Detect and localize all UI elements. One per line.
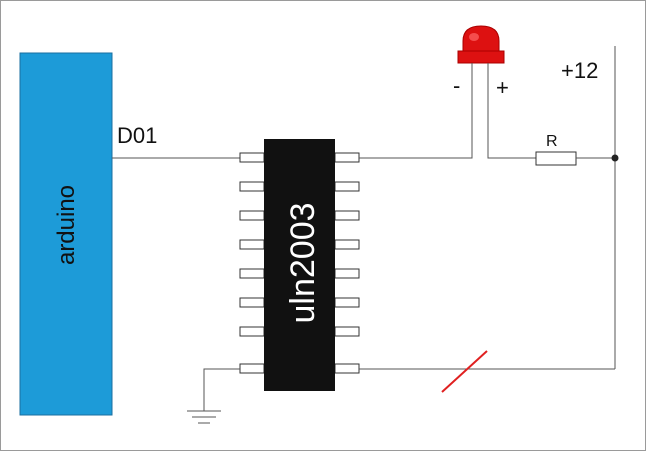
chip-pin-right: [334, 268, 360, 279]
chip-pin-right: [334, 152, 360, 163]
chip-pin-left: [239, 363, 265, 374]
chip-pin-left: [239, 297, 265, 308]
chip-pin-left: [239, 152, 265, 163]
chip-label: uln2003: [284, 202, 322, 323]
led-plus-label: +: [496, 75, 509, 100]
chip-pin-left: [239, 181, 265, 192]
wire-output-led: [359, 83, 473, 159]
supply-label: +12: [561, 58, 598, 83]
uln2003-chip: [264, 139, 335, 391]
resistor-label: R: [546, 133, 558, 150]
arduino-board: [19, 52, 113, 416]
led-minus-label: -: [453, 73, 460, 98]
chip-pin-right: [334, 363, 360, 374]
chip-pin-right: [334, 297, 360, 308]
chip-pin-left: [239, 326, 265, 337]
chip-pin-right: [334, 326, 360, 337]
arduino-label: arduino: [53, 185, 80, 265]
chip-left-pins: [239, 152, 265, 374]
wire-cut-mark: [441, 350, 488, 393]
resistor-icon: [535, 151, 577, 166]
chip-right-pins: [334, 152, 360, 374]
chip-pin-right: [334, 239, 360, 250]
wire-led-resistor: [487, 83, 536, 159]
chip-pin-right: [334, 210, 360, 221]
wire-ground: [203, 368, 240, 411]
pin-d01-label: D01: [117, 123, 157, 148]
chip-pin-left: [239, 239, 265, 250]
led-icon: [457, 25, 505, 83]
junction-dot: [611, 154, 619, 162]
chip-pin-left: [239, 210, 265, 221]
ground-symbol-icon: [187, 410, 221, 424]
chip-pin-left: [239, 268, 265, 279]
chip-pin-right: [334, 181, 360, 192]
